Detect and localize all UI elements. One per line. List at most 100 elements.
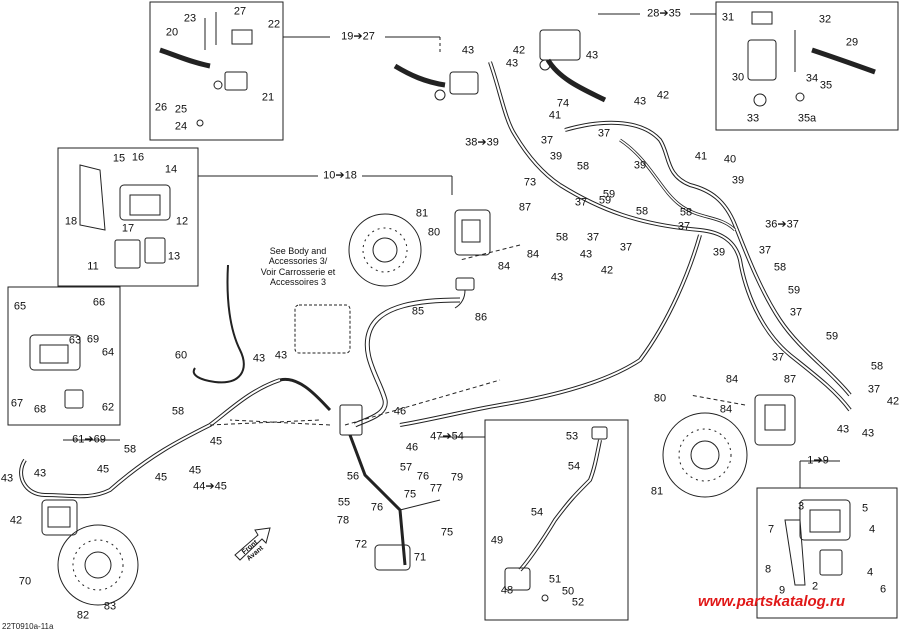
callout-label: 43 (633, 95, 647, 108)
callout-label: 37 (597, 127, 611, 140)
callout-label: 61➔69 (72, 433, 106, 446)
callout-label: 9 (778, 584, 786, 597)
callout-label: 16 (131, 151, 145, 164)
callout-label: 86 (474, 311, 488, 324)
callout-label: 46 (405, 441, 419, 454)
callout-label: 63 (68, 334, 82, 347)
callout-label: 43 (0, 472, 14, 485)
callout-label: 60 (174, 349, 188, 362)
callout-label: 8 (764, 563, 772, 576)
callout-label: 26 (154, 101, 168, 114)
callout-label: 58 (171, 405, 185, 418)
callout-label: 37 (619, 241, 633, 254)
box-caliper-front-left (57, 147, 199, 287)
callout-label: 2 (811, 580, 819, 593)
callout-label: 80 (427, 226, 441, 239)
callout-label: 19➔27 (341, 30, 375, 43)
callout-label: 39 (731, 174, 745, 187)
callout-label: 43 (550, 271, 564, 284)
callout-label: 42 (886, 395, 900, 408)
callout-label: 17 (121, 222, 135, 235)
callout-label: 42 (656, 89, 670, 102)
callout-label: 43 (252, 352, 266, 365)
callout-label: 42 (600, 264, 614, 277)
callout-label: 39 (633, 159, 647, 172)
callout-label: 48 (500, 584, 514, 597)
box-master-cylinder (484, 419, 629, 621)
callout-label: 43 (505, 57, 519, 70)
callout-label: 51 (548, 573, 562, 586)
callout-label: 65 (13, 300, 27, 313)
callout-label: 44➔45 (193, 480, 227, 493)
callout-label: 27 (233, 5, 247, 18)
callout-label: 4 (868, 523, 876, 536)
callout-label: 41 (548, 109, 562, 122)
callout-label: 87 (783, 373, 797, 386)
callout-label: 37 (574, 196, 588, 209)
callout-label: 33 (746, 112, 760, 125)
callout-label: 47➔54 (430, 430, 464, 443)
callout-label: 42 (9, 514, 23, 527)
callout-label: 40 (723, 153, 737, 166)
callout-label: 45 (154, 471, 168, 484)
callout-label: 53 (565, 430, 579, 443)
callout-label: 76 (416, 470, 430, 483)
callout-label: 10➔18 (323, 169, 357, 182)
callout-label: 20 (165, 26, 179, 39)
callout-label: 39 (712, 246, 726, 259)
callout-label: 43 (585, 49, 599, 62)
callout-label: 7 (767, 523, 775, 536)
callout-label: 43 (461, 44, 475, 57)
callout-label: 43 (274, 349, 288, 362)
callout-label: 37 (758, 244, 772, 257)
callout-label: 1➔9 (807, 454, 829, 467)
callout-label: 43 (579, 248, 593, 261)
callout-label: 43 (861, 427, 875, 440)
callout-label: 35a (797, 112, 817, 125)
callout-label: 37 (586, 231, 600, 244)
callout-label: 30 (731, 71, 745, 84)
callout-label: 64 (101, 346, 115, 359)
callout-label: 78 (336, 514, 350, 527)
callout-label: 83 (103, 600, 117, 613)
callout-label: 43 (836, 423, 850, 436)
callout-label: 29 (845, 36, 859, 49)
callout-label: 28➔35 (647, 7, 681, 20)
callout-label: 24 (174, 120, 188, 133)
callout-label: 38➔39 (465, 136, 499, 149)
drawing-code: 22T0910a-11a (2, 622, 54, 631)
callout-label: 59 (602, 188, 616, 201)
box-caliper-front-right (756, 487, 898, 619)
callout-label: 37 (677, 220, 691, 233)
callout-label: 76 (370, 501, 384, 514)
callout-label: 23 (183, 12, 197, 25)
callout-label: 80 (653, 392, 667, 405)
callout-label: 59 (825, 330, 839, 343)
callout-label: 45 (188, 464, 202, 477)
callout-label: 67 (10, 397, 24, 410)
callout-label: 85 (411, 305, 425, 318)
callout-label: 58 (576, 160, 590, 173)
box-caliper-rear (7, 286, 121, 426)
callout-label: 14 (164, 163, 178, 176)
box-lever-left (149, 1, 284, 141)
watermark: www.partskatalog.ru (698, 593, 845, 610)
callout-label: 43 (33, 467, 47, 480)
callout-label: 71 (413, 551, 427, 564)
callout-label: 4 (866, 566, 874, 579)
callout-label: 31 (721, 11, 735, 24)
callout-label: 22 (267, 18, 281, 31)
callout-label: 58 (635, 205, 649, 218)
callout-label: 12 (175, 215, 189, 228)
callout-label: 37 (789, 306, 803, 319)
callout-label: 58 (679, 206, 693, 219)
callout-label: 25 (174, 103, 188, 116)
callout-label: 42 (512, 44, 526, 57)
callout-label: 75 (403, 488, 417, 501)
callout-label: 37 (540, 134, 554, 147)
callout-label: 69 (86, 333, 100, 346)
callout-label: 70 (18, 575, 32, 588)
callout-label: 59 (598, 194, 612, 207)
